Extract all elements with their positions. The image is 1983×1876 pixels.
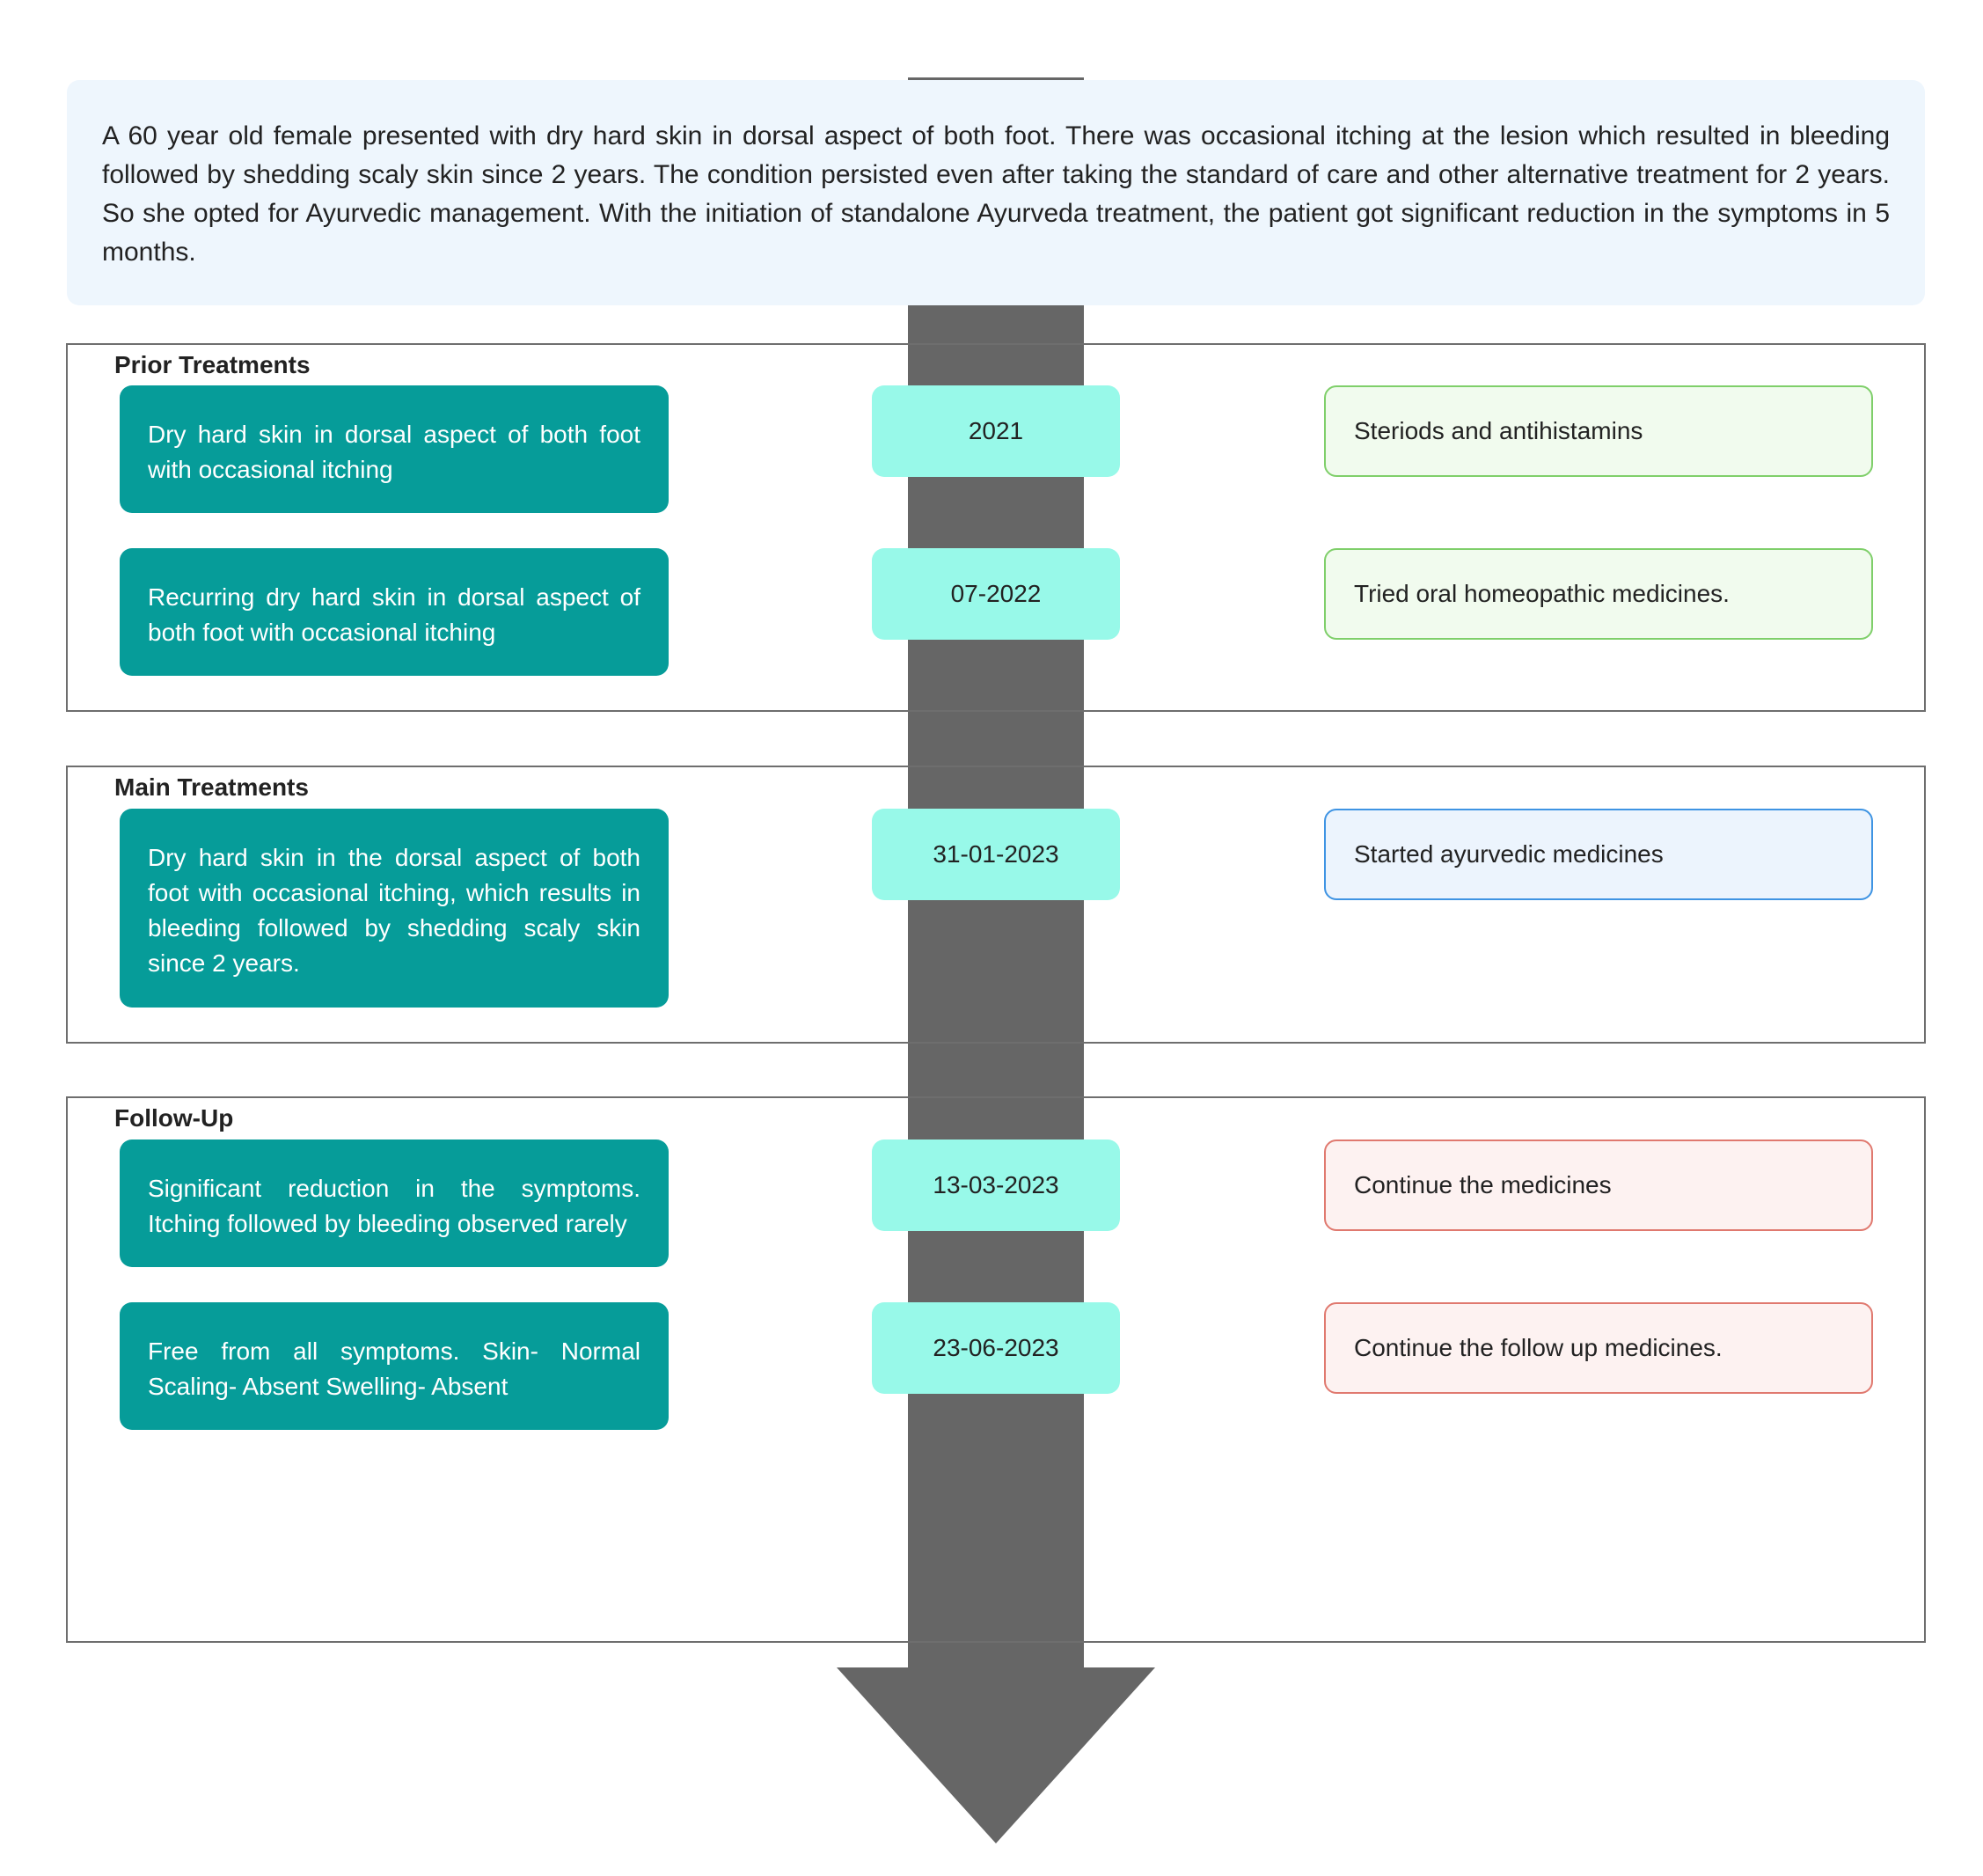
date-badge: 31-01-2023 (872, 809, 1120, 900)
treatment-card: Steriods and antihistamins (1324, 385, 1873, 477)
section-title-prior: Prior Treatments (114, 351, 311, 378)
finding-card: Dry hard skin in dorsal aspect of both f… (120, 385, 669, 513)
date-badge: 13-03-2023 (872, 1140, 1120, 1231)
treatment-card: Started ayurvedic medicines (1324, 809, 1873, 900)
date-badge: 07-2022 (872, 548, 1120, 640)
finding-card: Free from all symptoms. Skin- Normal Sca… (120, 1302, 669, 1430)
finding-card: Dry hard skin in the dorsal aspect of bo… (120, 809, 669, 1008)
treatment-card: Continue the follow up medicines. (1324, 1302, 1873, 1394)
treatment-card: Tried oral homeopathic medicines. (1324, 548, 1873, 640)
treatment-card: Continue the medicines (1324, 1140, 1873, 1231)
section-main-treatments (66, 766, 1926, 1044)
section-prior-treatments (66, 343, 1926, 712)
section-title-follow-up: Follow-Up (114, 1104, 234, 1132)
section-title-main: Main Treatments (114, 773, 309, 801)
case-summary: A 60 year old female presented with dry … (67, 80, 1925, 305)
finding-card: Significant reduction in the symptoms. I… (120, 1140, 669, 1267)
timeline-arrow-head (837, 1667, 1155, 1843)
finding-card: Recurring dry hard skin in dorsal aspect… (120, 548, 669, 676)
date-badge: 23-06-2023 (872, 1302, 1120, 1394)
section-follow-up (66, 1096, 1926, 1643)
date-badge: 2021 (872, 385, 1120, 477)
